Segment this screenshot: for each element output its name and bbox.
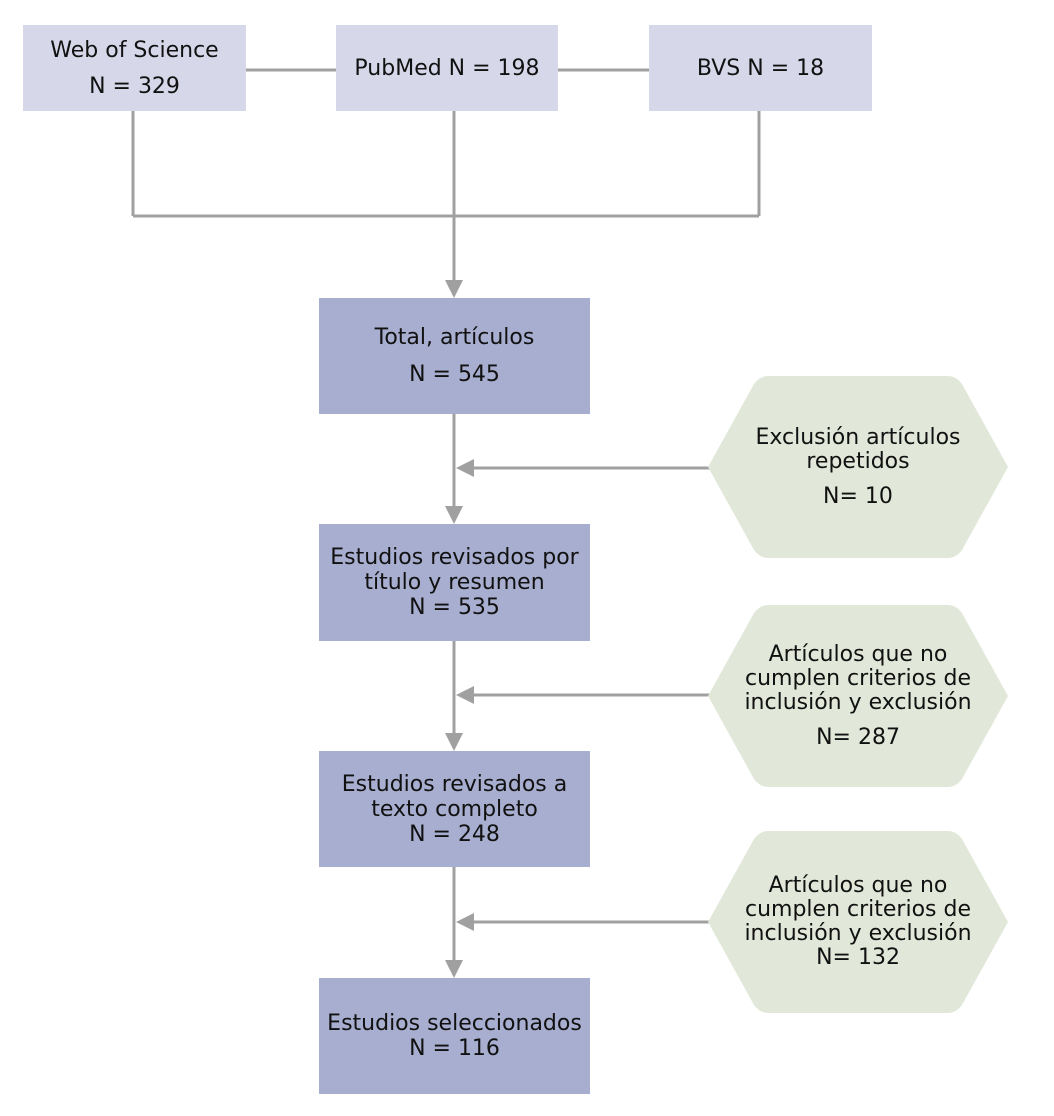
step-full-text-review: Estudios revisados a texto completo N = … — [319, 751, 590, 867]
source-name: BVS N = 18 — [696, 55, 825, 81]
step-label: texto completo — [371, 796, 538, 822]
arrowhead — [445, 506, 463, 524]
source-name: Web of Science — [50, 37, 219, 63]
exclusion-label: Artículos que no — [768, 641, 948, 667]
exclusion-criteria-screening: Artículos que no cumplen criterios de in… — [708, 605, 1008, 787]
step-label: Estudios seleccionados — [327, 1011, 582, 1036]
exclusion-label: cumplen criterios de — [744, 897, 971, 922]
step-label: Estudios revisados por — [330, 545, 579, 570]
exclusion-label: inclusión y exclusión — [744, 689, 972, 715]
hexagon-shape — [708, 831, 1008, 1013]
exclusion-label: Exclusión artículos — [755, 424, 961, 450]
step-label: Estudios revisados a — [341, 771, 568, 797]
source-name: PubMed N = 198 — [354, 55, 540, 81]
arrowhead — [445, 733, 463, 751]
exclusion-label: Artículos que no — [768, 873, 948, 898]
exclusion-count: N= 132 — [816, 945, 900, 970]
exclusion-label: cumplen criterios de — [744, 665, 971, 691]
step-selected-studies: Estudios seleccionados N = 116 — [319, 978, 590, 1094]
exclusion-label: inclusión y exclusión — [744, 921, 972, 946]
step-count: N = 116 — [409, 1036, 500, 1061]
step-count: N = 535 — [409, 595, 500, 620]
source-count: N = 329 — [89, 73, 180, 99]
exclusion-count: N= 10 — [823, 483, 893, 509]
step-label: título y resumen — [364, 570, 545, 595]
step-title-abstract-review: Estudios revisados por título y resumen … — [319, 524, 590, 641]
step-count: N = 545 — [409, 362, 500, 387]
exclusion-label: repetidos — [806, 448, 910, 474]
source-web-of-science: Web of Science N = 329 — [23, 25, 246, 111]
arrowhead — [445, 280, 463, 298]
exclusion-count: N= 287 — [816, 724, 900, 750]
step-label: Total, artículos — [374, 325, 535, 350]
source-pubmed: PubMed N = 198 — [336, 25, 558, 111]
hexagon-shape — [708, 605, 1008, 787]
arrowhead — [456, 459, 474, 477]
arrowhead — [456, 913, 474, 931]
step-count: N = 248 — [409, 821, 500, 847]
exclusion-criteria-full-text: Artículos que no cumplen criterios de in… — [708, 831, 1008, 1013]
step-total-articles: Total, artículos N = 545 — [319, 298, 590, 414]
arrowhead — [445, 960, 463, 978]
arrowhead — [456, 686, 474, 704]
source-bvs: BVS N = 18 — [649, 25, 872, 111]
exclusion-duplicates: Exclusión artículos repetidos N= 10 — [708, 376, 1008, 558]
hexagon-shape — [708, 376, 1008, 558]
